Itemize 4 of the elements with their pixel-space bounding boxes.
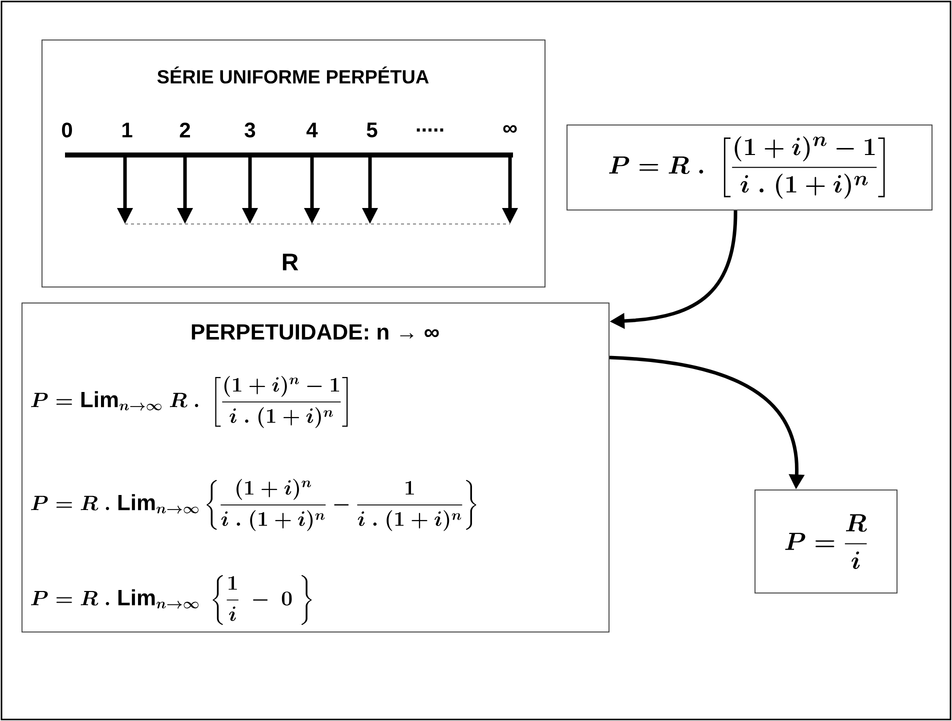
timeline-box: SÉRIE UNIFORME PERPÉTUA 0 1 2 3 4 5 ..... ∞ R <box>42 40 546 288</box>
derivation-box: PERPETUIDADE: n → ∞ $P = \mathrm{Lim}_{n\to\infty}\ R\ .\ \left[\frac{(1+i)^{n}-1}{i\ .\ (1+i)^{n}}\right]$ $P = R\ .\ \mathrm{Lim}_{n\to\infty}\left\{\frac{(1+i)^{n}}{i\ .\ (1+i)^{n}}-\frac{1}{i\ .\ (1+i)^{n}}\right\}$ $P = R\ .\ \mathrm{Lim}_{n\to\infty}\ \left\{\frac{1}{i}\ -\ 0\ \right\}$ <box>22 302 610 632</box>
formula-box: $P = R\ .\ \left[\frac{(1+i)^{n}-1}{i\ .\ (1+i)^{n}}\right]$ <box>566 124 933 210</box>
result-box: $P = \frac{R}{i}$ <box>754 490 898 594</box>
